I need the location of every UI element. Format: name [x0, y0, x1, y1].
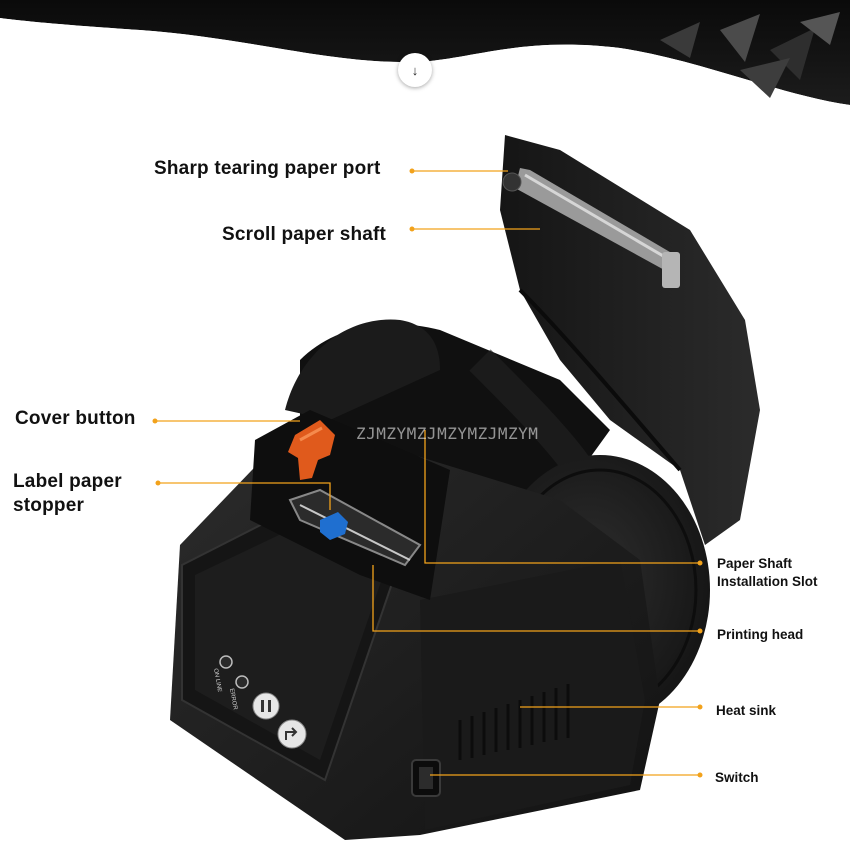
pause-button: [252, 692, 280, 720]
printer-lid: [500, 135, 760, 545]
callout-printing-head: Printing head: [717, 627, 804, 642]
printing-head: [288, 488, 422, 567]
down-arrow-icon[interactable]: ↓: [398, 53, 432, 87]
leader-lines: [155, 170, 700, 776]
callout-paper-shaft-slot: Paper Shaft Installation Slot: [717, 556, 818, 589]
cover-button-part: [288, 420, 335, 480]
callout-cover-button: Cover button: [15, 408, 136, 429]
online-led: [219, 655, 233, 669]
callout-scroll-paper-shaft: Scroll paper shaft: [222, 224, 387, 245]
feed-button: [277, 719, 307, 749]
callout-switch: Switch: [715, 770, 759, 785]
error-led: [235, 675, 249, 689]
label-stopper-part: [320, 512, 348, 540]
watermark: ZJMZYMZJMZYMZJMZYM: [356, 424, 539, 443]
callout-heat-sink: Heat sink: [716, 703, 777, 718]
callout-label-paper-stopper: Label paper stopper: [13, 471, 122, 516]
callout-sharp-tearing-port: Sharp tearing paper port: [154, 158, 381, 179]
heat-sink-vents: [458, 684, 570, 760]
